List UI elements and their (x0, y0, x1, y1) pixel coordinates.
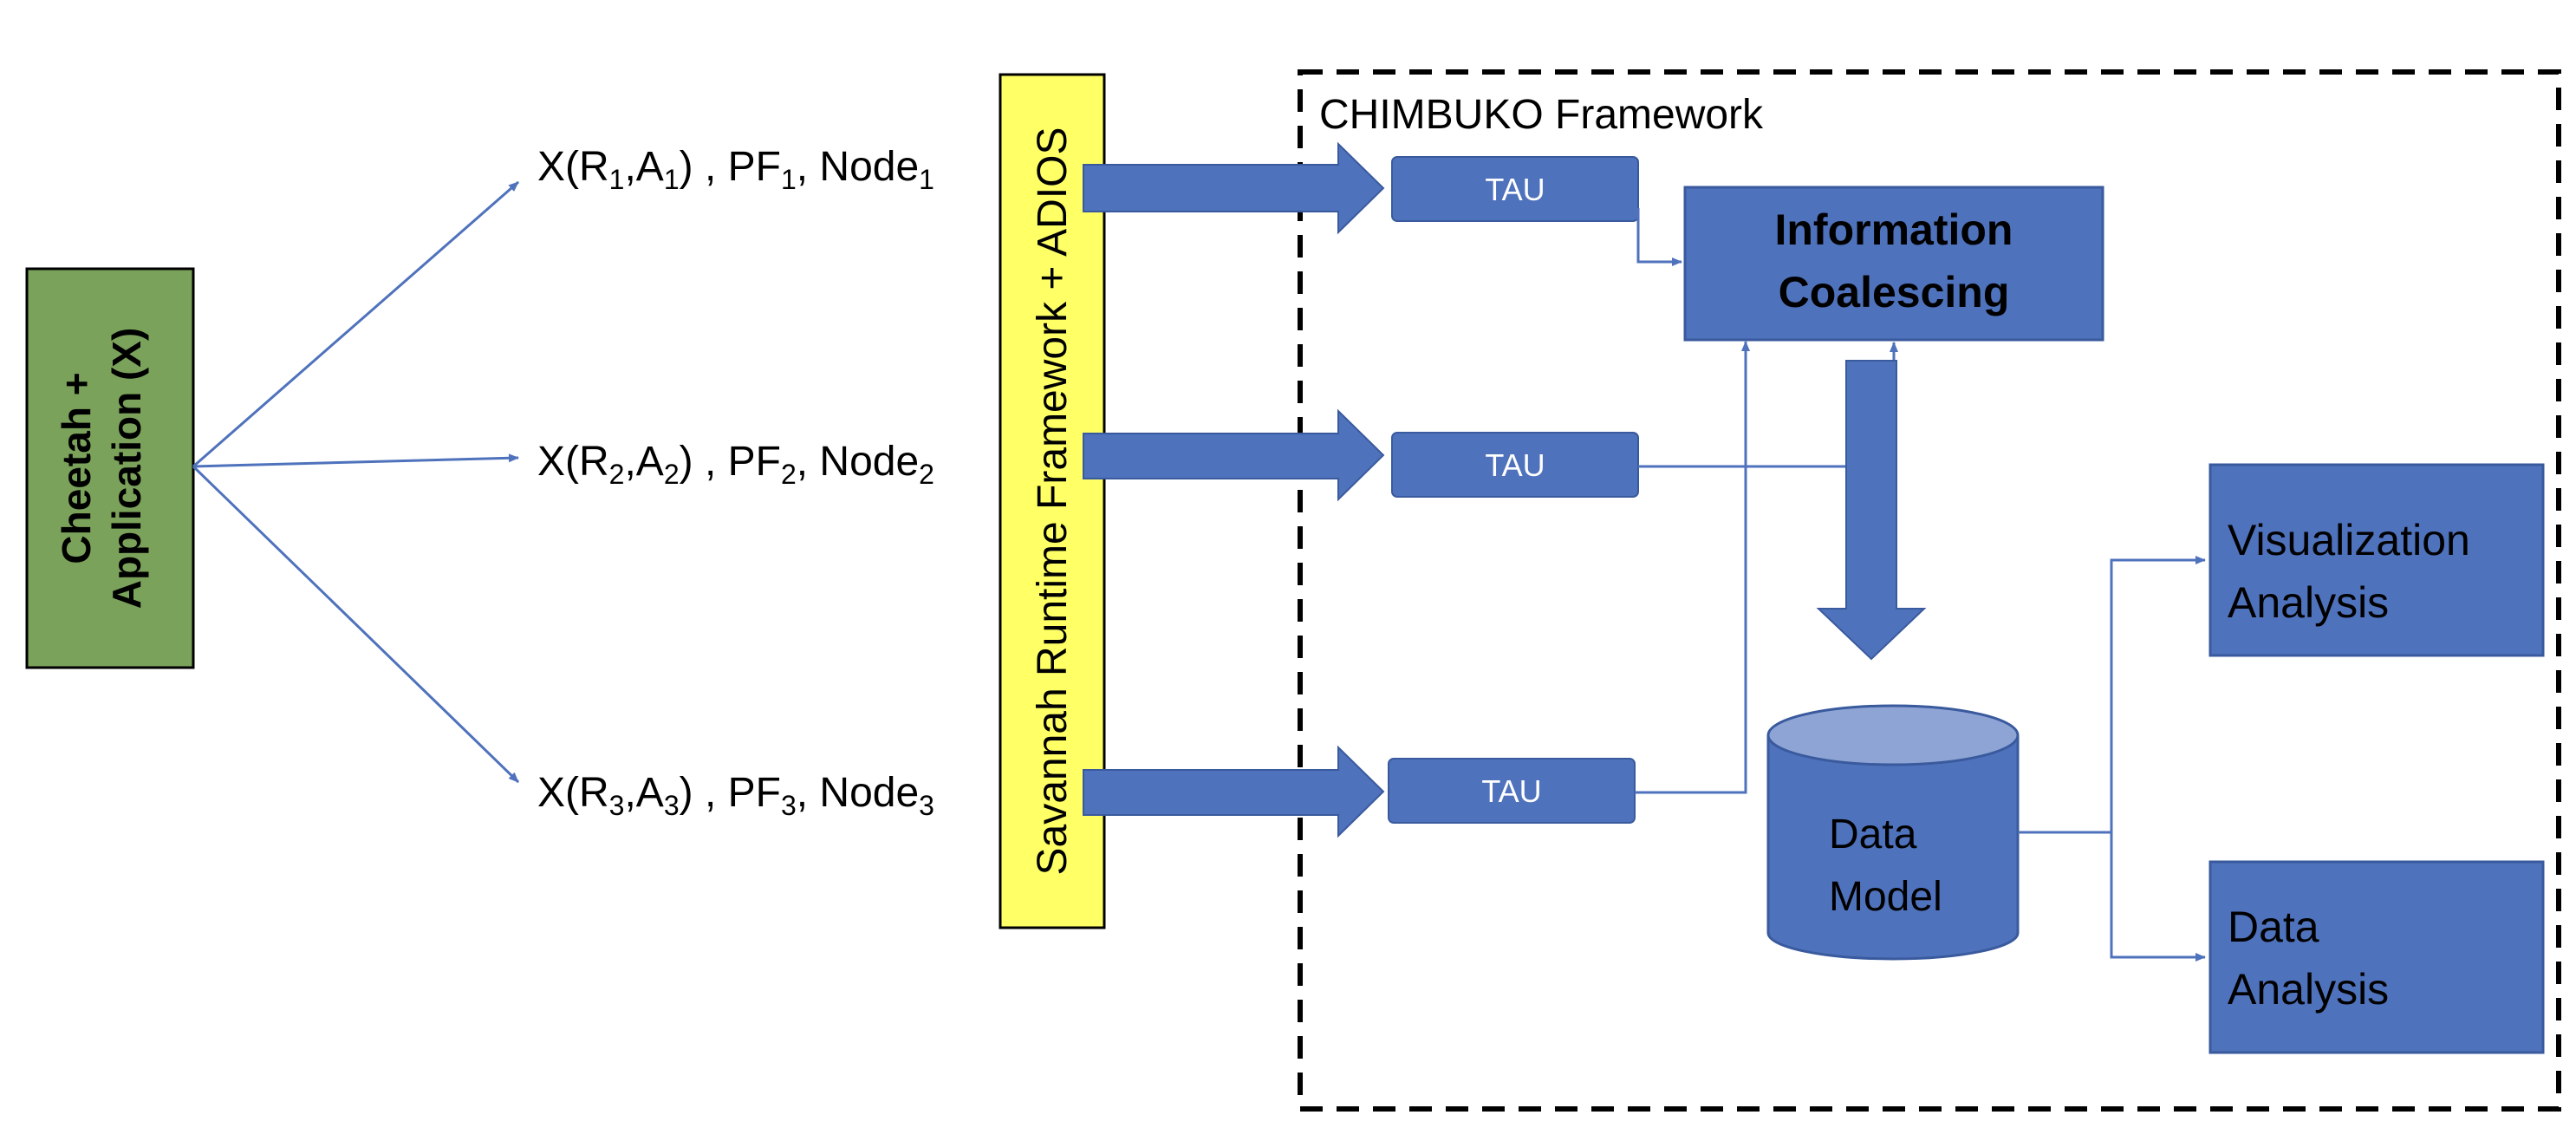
runtime-framework-label: Savannah Runtime Framework + ADIOS (1030, 127, 1076, 875)
source-label-line2: Application (X) (104, 328, 149, 610)
information-coalescing-box: Information Coalescing (1683, 186, 2104, 342)
instance-label-3: X(R3,A3) , PF3, Node3 (537, 770, 934, 821)
visualization-label-line2: Analysis (2228, 578, 2389, 627)
data-analysis-box: Data Analysis (2208, 860, 2545, 1054)
instance-labels: X(R1,A1) , PF1, Node1 X(R2,A2) , PF2, No… (537, 144, 934, 821)
coalescing-label-line1: Information (1775, 205, 2013, 254)
tau-label-3: TAU (1481, 773, 1541, 809)
block-arrows (1083, 141, 1385, 838)
data-model-label-line1: Data (1829, 812, 1917, 857)
data-model-cylinder: Data Model (1766, 704, 2020, 961)
visualization-label-line1: Visualization (2228, 516, 2470, 564)
coalescing-label-line2: Coalescing (1779, 268, 2010, 316)
arrow-to-instance-3 (192, 465, 520, 784)
fanout-arrows (192, 180, 520, 784)
tau-label-2: TAU (1485, 447, 1545, 483)
tau-boxes: TAU TAU TAU (1388, 156, 1639, 824)
connector-tau1-coalescing (1636, 208, 1682, 266)
source-label-line1: Cheetah + (54, 372, 99, 564)
tau-label-1: TAU (1485, 172, 1545, 207)
chimbuko-framework-title: CHIMBUKO Framework (1319, 92, 1764, 138)
connector-to-data-analysis (2110, 832, 2206, 962)
connector-to-visualization (2018, 556, 2206, 834)
visualization-analysis-box: Visualization Analysis (2208, 463, 2545, 657)
connector-tau3-coalescing (1635, 341, 1750, 794)
chimbuko-framework-boundary: CHIMBUKO Framework (1298, 69, 2561, 1112)
block-arrow-1 (1083, 141, 1385, 235)
runtime-framework-bar: Savannah Runtime Framework + ADIOS (999, 73, 1106, 929)
block-arrow-3 (1083, 745, 1385, 838)
arrow-to-instance-2 (192, 453, 519, 468)
tau-box-1: TAU (1391, 156, 1639, 222)
block-arrow-2 (1083, 408, 1385, 502)
arrow-to-instance-1 (192, 180, 519, 468)
source-application-box: Cheetah + Application (X) (25, 267, 195, 669)
instance-label-2: X(R2,A2) , PF2, Node2 (537, 439, 934, 490)
tau-box-2: TAU (1391, 432, 1639, 498)
instance-label-1: X(R1,A1) , PF1, Node1 (537, 144, 934, 195)
analysis-connectors (2018, 556, 2206, 962)
tau-box-3: TAU (1388, 758, 1636, 824)
data-analysis-label-line1: Data (2228, 903, 2319, 951)
data-model-label-line2: Model (1829, 874, 1942, 920)
data-analysis-label-line2: Analysis (2228, 965, 2389, 1014)
down-arrow-to-data-model (1816, 360, 1927, 661)
